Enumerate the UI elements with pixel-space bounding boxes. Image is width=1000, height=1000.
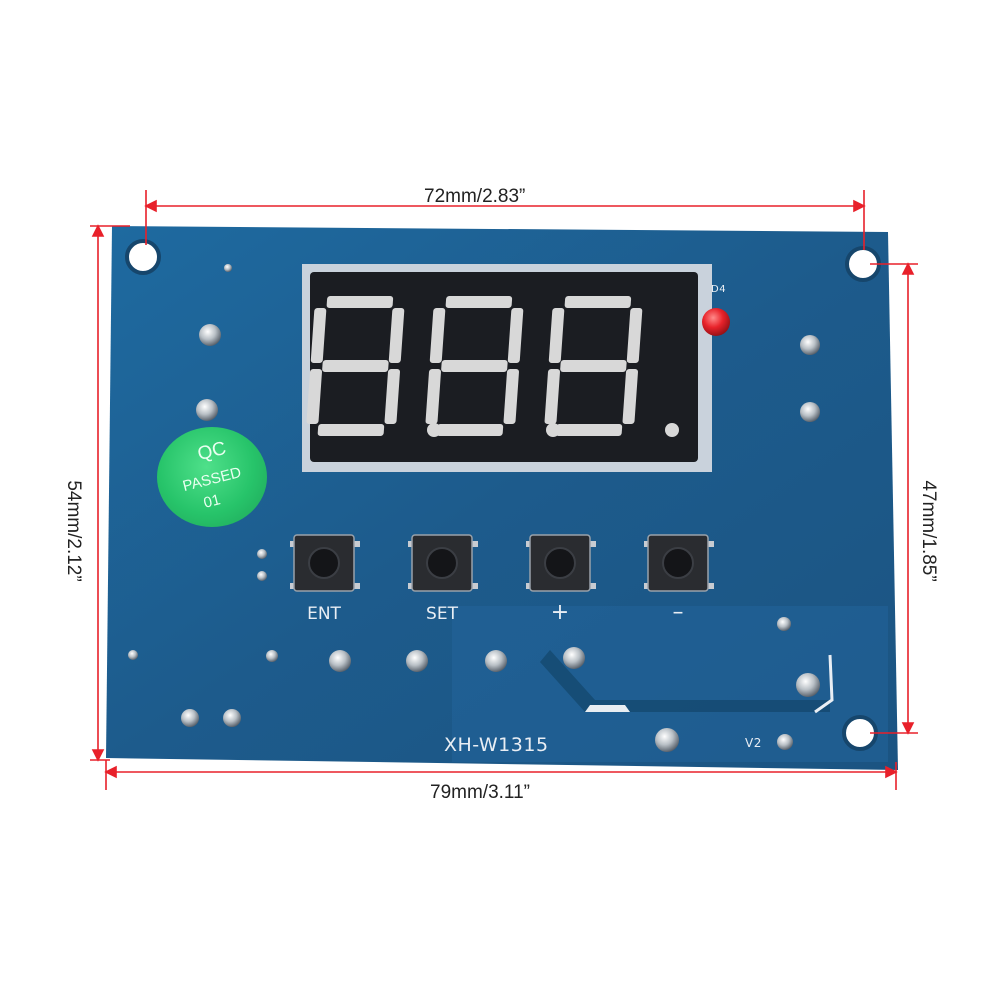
display-segment	[425, 369, 441, 424]
display-segment	[622, 369, 638, 424]
display-segment	[310, 308, 327, 363]
display-decimal-point	[665, 423, 679, 437]
display-segment	[564, 296, 632, 308]
display-segment	[548, 308, 565, 363]
solder-pads	[128, 264, 820, 752]
button-label-set: SET	[426, 604, 458, 624]
button-label-minus: –	[672, 600, 684, 625]
button-row	[290, 534, 714, 592]
display-segment	[429, 308, 446, 363]
display-segment	[503, 369, 519, 424]
led-d4	[702, 308, 730, 336]
led-label: D4	[711, 284, 727, 295]
button-label-ent: ENT	[307, 604, 341, 624]
display-digits	[306, 296, 679, 437]
display-segment	[544, 369, 560, 424]
dimension-bottom-label: 79mm/3.11”	[430, 782, 530, 803]
minus-button[interactable]	[644, 534, 714, 592]
qc-passed-sticker: QC PASSED 01	[157, 427, 267, 527]
set-button[interactable]	[408, 534, 478, 592]
plus-button[interactable]	[526, 534, 596, 592]
display-segment	[326, 296, 394, 308]
display-segment	[384, 369, 400, 424]
display-segment	[445, 296, 513, 308]
display-segment	[317, 424, 385, 436]
display-segment	[388, 308, 405, 363]
mounting-hole	[125, 239, 161, 275]
display-segment	[560, 360, 627, 372]
button-label-plus: +	[550, 600, 570, 625]
ent-button[interactable]	[290, 534, 360, 592]
dimension-left-label: 54mm/2.12”	[63, 480, 84, 582]
dimension-right-label: 47mm/1.85”	[918, 480, 939, 582]
v2-label: V2	[745, 736, 762, 750]
display-segment	[441, 360, 508, 372]
dimension-top-label: 72mm/2.83”	[424, 186, 526, 207]
display-segment	[436, 424, 504, 436]
display-segment	[626, 308, 643, 363]
seven-segment-display	[302, 264, 712, 472]
display-segment	[306, 369, 322, 424]
model-label: XH-W1315	[444, 734, 549, 756]
display-segment	[555, 424, 623, 436]
dimension-lines	[90, 190, 918, 790]
display-segment	[322, 360, 389, 372]
display-segment	[507, 308, 524, 363]
